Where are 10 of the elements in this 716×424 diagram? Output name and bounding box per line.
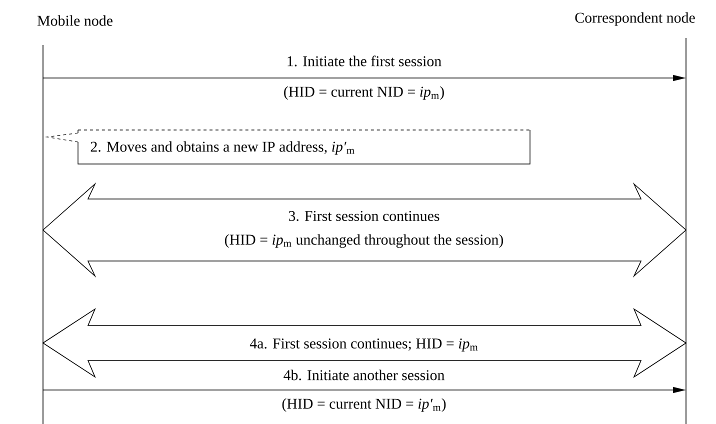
participant-label: Mobile node xyxy=(37,15,112,26)
participant-label: Correspondent node xyxy=(575,12,695,26)
message-note: (HID = current NID = ip′$_{m}$) xyxy=(282,398,446,412)
edge-label: 1. Initiate the first session xyxy=(288,56,442,66)
edge-label: 4a. First session continues; HID = ip$_{m}$ xyxy=(250,338,478,352)
message-note: (HID = current NID = ip$_{m}$) xyxy=(284,86,444,100)
edge-label: 3. First session continues xyxy=(288,210,440,222)
message-note: (HID = ip$_{m}$ unchanged throughout the session) xyxy=(224,234,504,248)
edge-label: 4b. Initiate another session xyxy=(284,370,445,380)
callout-box: 2. Moves and obtains a new IP address, ip′$_{m}$ xyxy=(44,130,530,164)
